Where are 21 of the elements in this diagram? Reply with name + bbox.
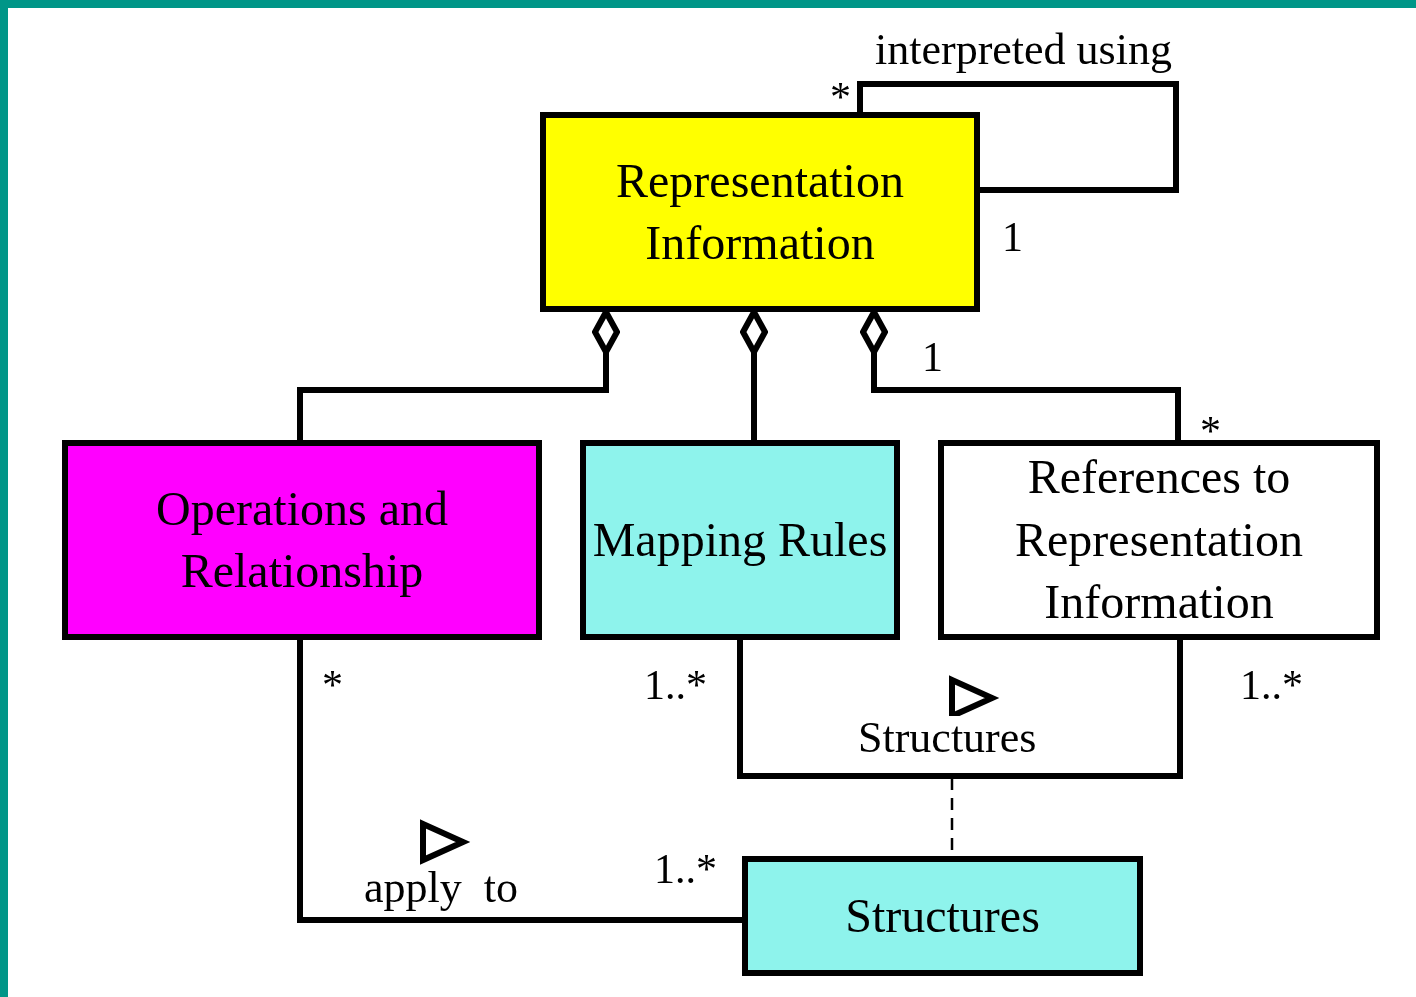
- multiplicity-label: *: [322, 664, 343, 706]
- multiplicity-label: 1: [922, 336, 943, 378]
- multiplicity-label: *: [830, 76, 851, 118]
- multiplicity-label: 1..*: [1240, 664, 1303, 706]
- class-name: Representation Information: [615, 152, 905, 271]
- class-box: [62, 440, 542, 640]
- class-name: Operations and Relationship: [155, 480, 449, 599]
- association-line: [737, 640, 1183, 779]
- class-box: [938, 440, 1380, 640]
- class-name: Structures: [845, 887, 1040, 944]
- multiplicity-label: *: [1200, 410, 1221, 452]
- multiplicity-label: 1..*: [644, 664, 707, 706]
- class-name: Mapping Rules: [592, 511, 888, 568]
- multiplicity-label: 1..*: [654, 848, 717, 890]
- association-line: [857, 81, 1179, 193]
- class-box: [742, 856, 1143, 976]
- multiplicity-label: 1: [1002, 216, 1023, 258]
- class-box: [580, 440, 900, 640]
- association-line: [297, 640, 742, 923]
- class-box: [540, 112, 980, 312]
- class-name: References to Representation Information: [1014, 449, 1304, 631]
